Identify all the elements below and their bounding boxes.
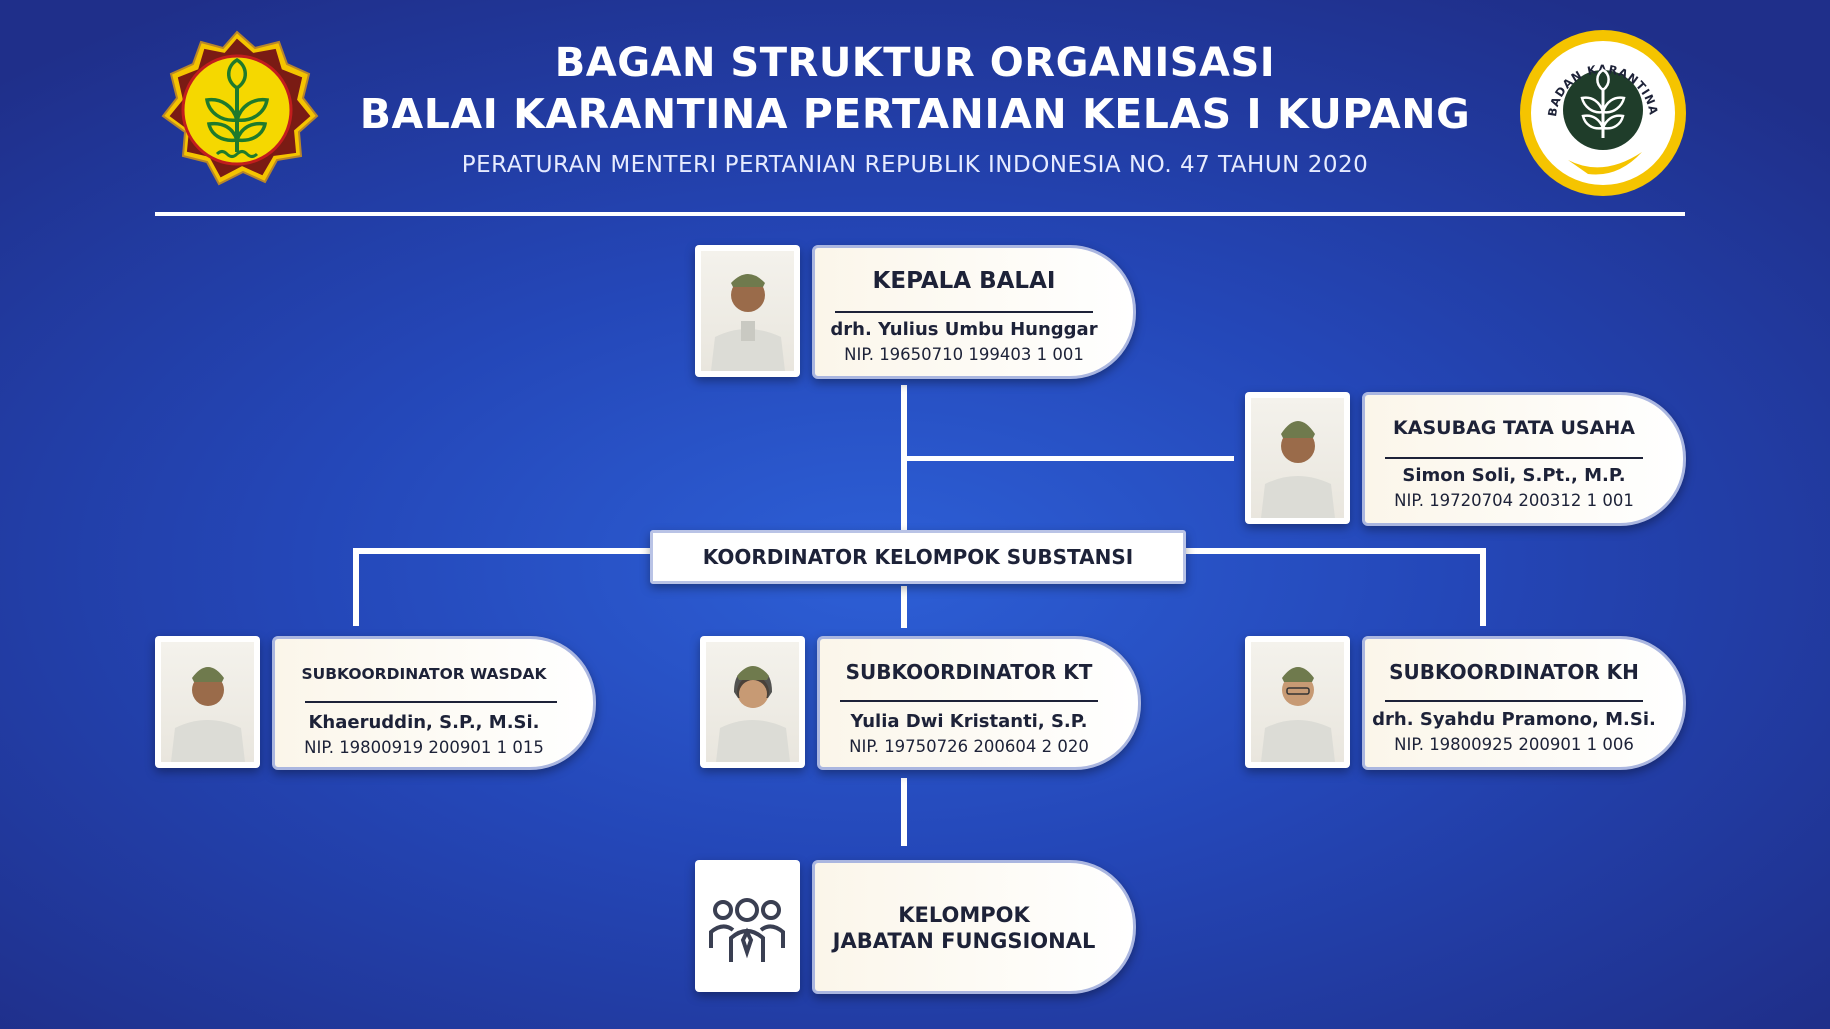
connector-line [901,778,907,846]
group-icon-box [695,860,800,992]
role-label-line1: KELOMPOK [898,903,1030,927]
page-title-line1: BAGAN STRUKTUR ORGANISASI [554,40,1276,86]
header-divider [155,212,1685,216]
avatar-wasdak [155,636,260,768]
person-name: Yulia Dwi Kristanti, S.P. [850,711,1088,732]
page-subtitle: PERATURAN MENTERI PERTANIAN REPUBLIK IND… [461,152,1369,178]
card-divider [1385,700,1643,702]
person-nip: NIP. 19650710 199403 1 001 [844,345,1084,364]
person-name: drh. Syahdu Pramono, M.Si. [1372,709,1656,730]
connector-line [1480,548,1486,626]
avatar-kt [700,636,805,768]
connector-line [353,548,650,554]
node-kepala-balai: KEPALA BALAI drh. Yulius Umbu Hunggar NI… [812,245,1136,379]
person-name: Simon Soli, S.Pt., M.P. [1402,465,1626,486]
card-divider [1385,457,1643,459]
page-title-line2: BALAI KARANTINA PERTANIAN KELAS I KUPANG [359,90,1471,138]
person-name: drh. Yulius Umbu Hunggar [830,319,1098,340]
person-nip: NIP. 19720704 200312 1 001 [1394,491,1634,510]
card-divider [835,311,1093,313]
node-kasubag-tata-usaha: KASUBAG TATA USAHA Simon Soli, S.Pt., M.… [1362,392,1686,526]
node-subkoordinator-kh: SUBKOORDINATOR KH drh. Syahdu Pramono, M… [1362,636,1686,770]
connector-line [901,586,907,628]
person-name: Khaeruddin, S.P., M.Si. [308,712,540,733]
ministry-emblem [155,30,320,190]
node-subkoordinator-wasdak: SUBKOORDINATOR WASDAK Khaeruddin, S.P., … [272,636,596,770]
role-label: SUBKOORDINATOR KH [1389,660,1639,684]
role-label: KEPALA BALAI [872,268,1056,294]
role-label: SUBKOORDINATOR KT [845,660,1093,684]
quarantine-agency-logo: BADAN KARANTINA PERTANIAN [1518,28,1688,198]
node-koordinator: KOORDINATOR KELOMPOK SUBSTANSI [650,530,1186,584]
node-kelompok-jabatan-fungsional: KELOMPOK JABATAN FUNGSIONAL [812,860,1136,994]
avatar-kh [1245,636,1350,768]
person-nip: NIP. 19750726 200604 2 020 [849,737,1089,756]
person-nip: NIP. 19800919 200901 1 015 [304,738,544,757]
role-label-line2: JABATAN FUNGSIONAL [832,929,1096,953]
card-divider [305,701,557,703]
avatar-kepala [695,245,800,377]
people-group-icon [709,898,785,962]
card-divider [840,700,1098,702]
node-subkoordinator-kt: SUBKOORDINATOR KT Yulia Dwi Kristanti, S… [817,636,1141,770]
connector-line [1180,548,1486,554]
avatar-kasubag [1245,392,1350,524]
connector-line [904,456,1234,461]
connector-line [353,548,359,626]
role-label: KASUBAG TATA USAHA [1393,417,1635,439]
role-label: SUBKOORDINATOR WASDAK [301,665,547,683]
person-nip: NIP. 19800925 200901 1 006 [1394,735,1634,754]
